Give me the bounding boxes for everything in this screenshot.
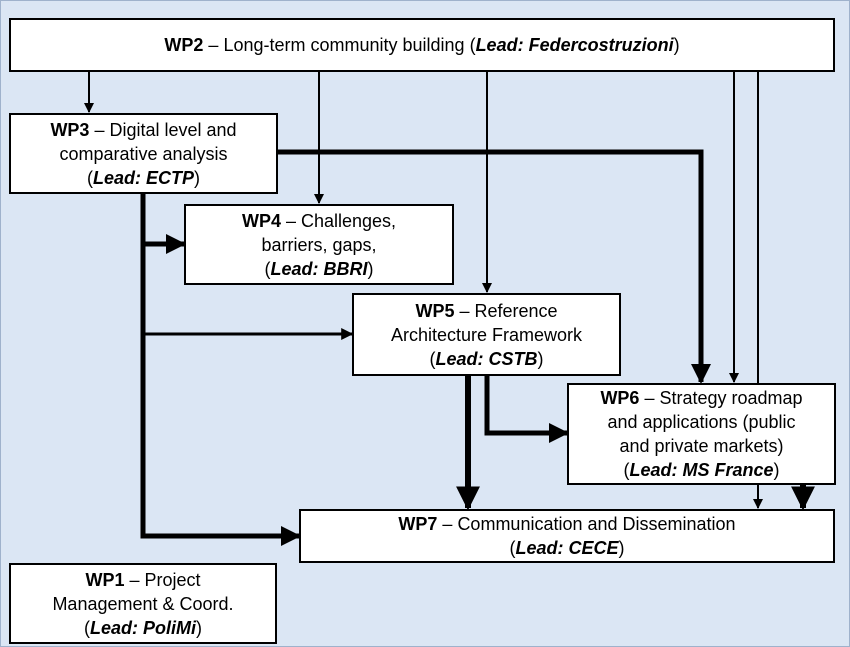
wp6-line-1: WP6 – Strategy roadmap xyxy=(600,386,802,410)
wp1-open-paren: ( xyxy=(83,617,90,638)
wp1-separator: – xyxy=(124,569,145,590)
wp1-lead-line: (Lead: PoliMi) xyxy=(84,616,202,640)
wp6-lead: Lead: MS France xyxy=(629,460,774,480)
wp2-text: WP2 – Long-term community building (Lead… xyxy=(164,33,679,57)
wp5-lead-line: (Lead: CSTB) xyxy=(429,347,543,371)
wp7-lead-line: (Lead: CECE) xyxy=(509,536,624,560)
wp6-open-paren: ( xyxy=(623,460,630,480)
wp5-title-2: Architecture Framework xyxy=(390,324,583,345)
wp7-box: WP7 – Communication and Dissemination (L… xyxy=(299,509,835,563)
wp3-close-paren: ) xyxy=(194,167,200,188)
wp5-lead: Lead: CSTB xyxy=(435,348,538,369)
wp1-title-2: Management & Coord. xyxy=(52,593,234,614)
wp3-code: WP3 xyxy=(50,119,90,140)
wp3-box: WP3 – Digital level and comparative anal… xyxy=(9,113,278,194)
wp5-box: WP5 – Reference Architecture Framework (… xyxy=(352,293,621,376)
wp1-line-1: WP1 – Project xyxy=(85,568,200,592)
wp7-lead: Lead: CECE xyxy=(515,538,619,558)
arrow-wp3-wp6 xyxy=(277,149,711,384)
wp6-separator: – xyxy=(639,388,660,408)
wp4-title-1: Challenges, xyxy=(300,210,397,231)
wp7-code: WP7 xyxy=(398,514,438,534)
wp2-close-paren: ) xyxy=(673,35,680,55)
wp2-title: Long-term community building xyxy=(223,35,465,55)
wp5-code: WP5 xyxy=(415,300,455,321)
wp5-title-1: Reference xyxy=(474,300,558,321)
wp6-title-2: and applications (public xyxy=(607,412,796,432)
wp3-title-1: Digital level and xyxy=(109,119,237,140)
wp4-close-paren: ) xyxy=(367,258,374,279)
wp5-close-paren: ) xyxy=(537,348,544,369)
wp7-separator: – xyxy=(437,514,458,534)
wp6-close-paren: ) xyxy=(773,460,780,480)
wp5-open-paren: ( xyxy=(429,348,436,369)
arrow-wp5-wp6 xyxy=(484,375,569,443)
wp3-lead-line: (Lead: ECTP) xyxy=(87,166,200,190)
wp2-lead: Lead: Federcostruzioni xyxy=(475,35,674,55)
wp3-separator: – xyxy=(89,119,110,140)
wp1-title-1: Project xyxy=(144,569,201,590)
wp4-code: WP4 xyxy=(241,210,281,231)
wp3-lead: Lead: ECTP xyxy=(92,167,194,188)
wp2-separator: – xyxy=(203,35,224,55)
wp1-code: WP1 xyxy=(85,569,125,590)
wp6-title-1: Strategy roadmap xyxy=(659,388,803,408)
wp6-code: WP6 xyxy=(600,388,640,408)
wp1-lead: Lead: PoliMi xyxy=(89,617,196,638)
wp1-box: WP1 – Project Management & Coord. (Lead:… xyxy=(9,563,277,644)
wp6-box: WP6 – Strategy roadmap and applications … xyxy=(567,383,836,485)
arrow-wp3-wp7 xyxy=(140,193,301,546)
wp4-open-paren: ( xyxy=(264,258,271,279)
wp4-lead-line: (Lead: BBRI) xyxy=(264,257,373,281)
wp2-code: WP2 xyxy=(164,35,204,55)
wp7-title: Communication and Dissemination xyxy=(457,514,736,534)
wp7-close-paren: ) xyxy=(618,538,625,558)
wp5-separator: – xyxy=(454,300,475,321)
wp4-title-2: barriers, gaps, xyxy=(261,234,377,255)
wp7-open-paren: ( xyxy=(509,538,516,558)
wp3-title-2: comparative analysis xyxy=(59,143,228,164)
wp4-separator: – xyxy=(280,210,301,231)
wp6-lead-line: (Lead: MS France) xyxy=(623,458,779,482)
wp4-lead: Lead: BBRI xyxy=(270,258,368,279)
wp3-open-paren: ( xyxy=(86,167,93,188)
wp2-open-paren: ( xyxy=(464,35,476,55)
wp4-box: WP4 – Challenges, barriers, gaps, (Lead:… xyxy=(184,204,454,285)
wp2-box: WP2 – Long-term community building (Lead… xyxy=(9,18,835,72)
wp7-line-1: WP7 – Communication and Dissemination xyxy=(398,512,735,536)
wp5-line-1: WP5 – Reference xyxy=(415,299,557,323)
wp4-line-1: WP4 – Challenges, xyxy=(242,209,396,233)
wp3-line-1: WP3 – Digital level and xyxy=(50,118,236,142)
wp6-title-3: and private markets) xyxy=(619,436,784,456)
wp1-close-paren: ) xyxy=(196,617,202,638)
